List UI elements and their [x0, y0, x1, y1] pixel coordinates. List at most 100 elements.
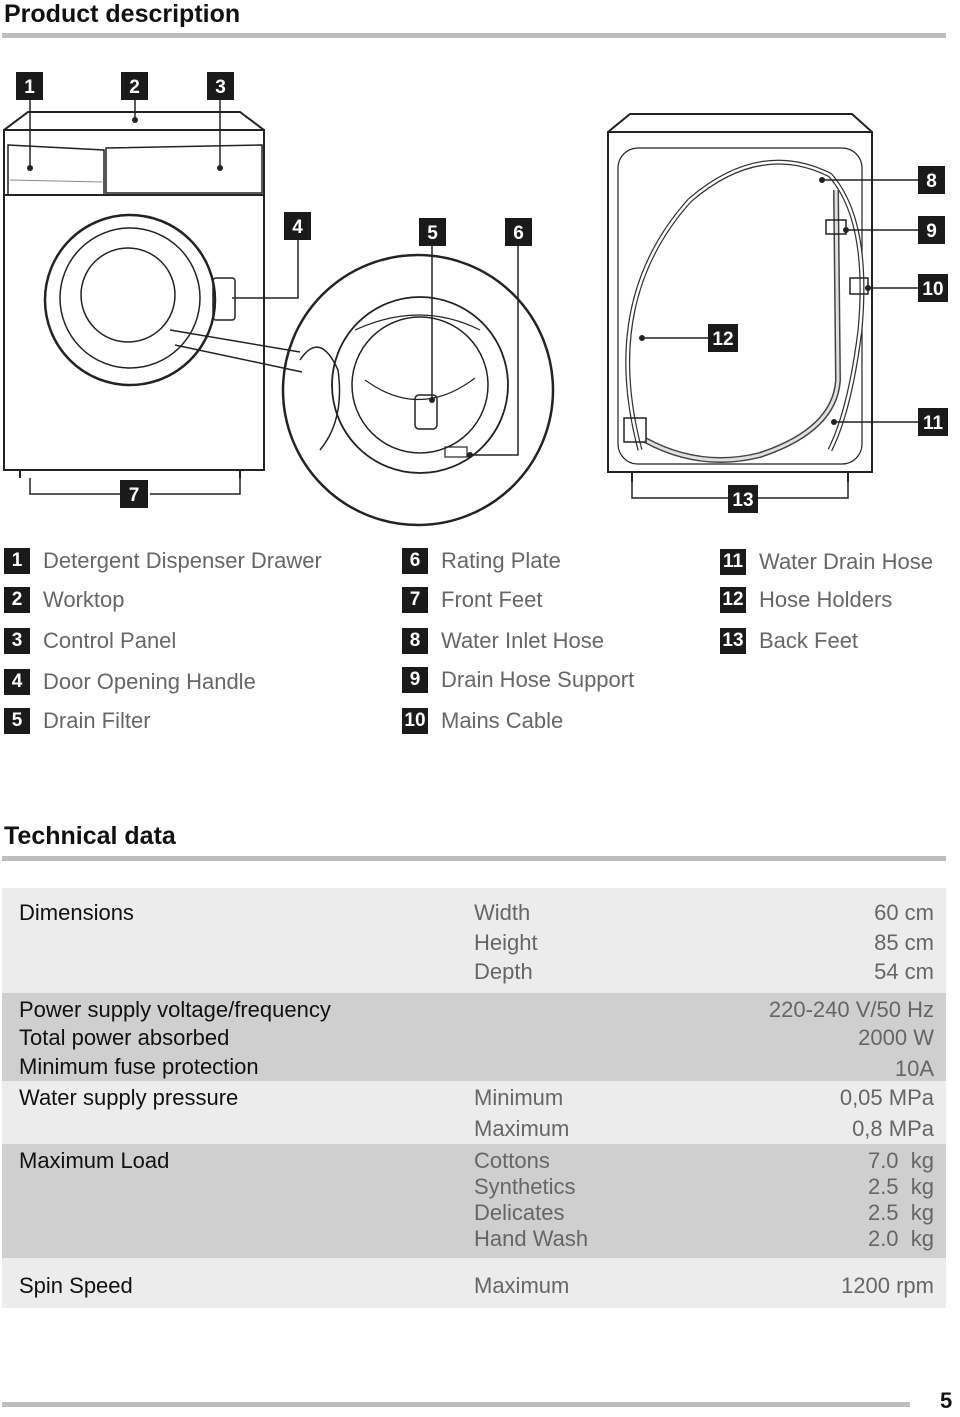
row-sub: Hand Wash: [474, 1226, 589, 1251]
row-label: Spin Speed: [19, 1273, 133, 1298]
legend-label: Drain Hose Support: [441, 667, 635, 692]
legend-item: 12 Hose Holders: [720, 585, 892, 615]
legend-item: 5 Drain Filter: [4, 706, 151, 736]
callout-3: 3: [207, 72, 234, 100]
row-value: 10A: [894, 1056, 934, 1081]
row-value: 2.0 kg: [867, 1226, 934, 1251]
technical-data-title: Technical data: [4, 822, 176, 850]
legend-item: 4 Door Opening Handle: [4, 667, 256, 697]
table-row: Power supply voltage/frequency 220-240 V…: [2, 993, 946, 1081]
row-sub: Delicates: [474, 1200, 565, 1225]
callout-1: 1: [16, 72, 43, 100]
legend-label: Door Opening Handle: [43, 669, 256, 694]
callout-4: 4: [284, 212, 311, 240]
legend-label: Hose Holders: [759, 587, 893, 612]
row-value: 2000 W: [858, 1025, 934, 1050]
row-value: 220-240 V/50 Hz: [768, 997, 934, 1022]
callout-number: 2: [129, 77, 140, 98]
callout-9: 9: [918, 216, 945, 244]
legend-label: Drain Filter: [43, 708, 151, 733]
row-sub: Synthetics: [474, 1174, 576, 1199]
callout-number: 8: [926, 171, 937, 192]
legend-number: 10: [402, 708, 428, 734]
row-label: Total power absorbed: [19, 1025, 230, 1050]
legend-number: 7: [402, 587, 428, 613]
legend-item: 7 Front Feet: [402, 585, 542, 615]
row-sub: Height: [474, 930, 538, 955]
legend-item: 1 Detergent Dispenser Drawer: [4, 546, 322, 576]
callout-number: 9: [926, 221, 937, 242]
legend-number: 5: [4, 708, 30, 734]
callout-number: 13: [732, 490, 753, 511]
callout-number: 12: [712, 329, 733, 350]
page-number: 5: [940, 1388, 953, 1413]
legend-label: Detergent Dispenser Drawer: [43, 548, 322, 573]
callout-number: 10: [922, 279, 943, 300]
row-label: Dimensions: [19, 900, 134, 925]
callout-2: 2: [121, 72, 148, 100]
title-rule: [2, 856, 946, 861]
washing-machine-illustration: 1 2 3 4 5 6 7 8 9 10 11 12 13: [3, 72, 948, 527]
row-sub: Maximum: [474, 1116, 570, 1141]
legend-item: 13 Back Feet: [720, 626, 858, 656]
legend-number: 2: [4, 587, 30, 613]
row-sub: Cottons: [474, 1148, 550, 1173]
row-value: 7.0 kg: [867, 1148, 934, 1173]
footer-rule: [2, 1402, 910, 1407]
callout-number: 7: [129, 485, 140, 506]
callout-12: 12: [708, 324, 738, 352]
row-label: Power supply voltage/frequency: [19, 997, 331, 1022]
row-sub: Minimum: [474, 1085, 564, 1110]
legend-label: Mains Cable: [441, 708, 564, 733]
legend-number: 4: [4, 669, 30, 695]
row-label: Minimum fuse protection: [19, 1054, 259, 1079]
callout-number: 4: [292, 217, 303, 238]
table-row: Water supply pressure Minimum 0,05 MPa M…: [2, 1081, 946, 1144]
callout-11: 11: [918, 408, 948, 436]
callout-5: 5: [419, 218, 446, 246]
legend-item: 8 Water Inlet Hose: [402, 626, 604, 656]
row-sub: Width: [474, 900, 531, 925]
legend-number: 3: [4, 628, 30, 654]
callout-number: 6: [513, 223, 524, 244]
row-label: Maximum Load: [19, 1148, 170, 1173]
legend-item: 3 Control Panel: [4, 626, 176, 656]
legend-number: 11: [720, 549, 746, 575]
product-description-title: Product description: [4, 0, 241, 28]
legend-label: Rating Plate: [441, 548, 561, 573]
legend-number: 1: [4, 548, 30, 574]
callout-number: 11: [923, 413, 944, 434]
legend-label: Control Panel: [43, 628, 177, 653]
callout-number: 1: [24, 77, 35, 98]
row-value: 60 cm: [874, 900, 934, 925]
legend-number: 12: [720, 587, 746, 613]
legend-label: Water Inlet Hose: [441, 628, 605, 653]
row-value: 0,8 MPa: [852, 1116, 934, 1141]
legend-item: 10 Mains Cable: [402, 706, 563, 736]
legend-label: Back Feet: [759, 628, 859, 653]
callout-10: 10: [918, 274, 948, 302]
row-value: 54 cm: [874, 959, 934, 984]
callout-7: 7: [120, 480, 148, 508]
callout-13: 13: [728, 485, 758, 513]
callout-8: 8: [918, 166, 945, 194]
legend-label: Front Feet: [441, 587, 543, 612]
row-value: 2.5 kg: [867, 1174, 934, 1199]
row-value: 2.5 kg: [867, 1200, 934, 1225]
callout-6: 6: [505, 218, 532, 246]
callout-number: 3: [215, 77, 226, 98]
row-value: 85 cm: [874, 930, 934, 955]
table-row: Dimensions Width 60 cm Height 85 cm Dept…: [2, 888, 946, 993]
table-row: Maximum Load Cottons 7.0 kg Synthetics 2…: [2, 1144, 946, 1258]
row-value: 1200 rpm: [841, 1273, 934, 1298]
legend-number: 9: [402, 667, 428, 693]
legend-item: 9 Drain Hose Support: [402, 665, 634, 695]
legend-number: 13: [720, 628, 746, 654]
row-value: 0,05 MPa: [839, 1085, 934, 1110]
table-row: Spin Speed Maximum 1200 rpm: [2, 1258, 946, 1308]
row-label: Water supply pressure: [19, 1085, 239, 1110]
legend-number: 8: [402, 628, 428, 654]
